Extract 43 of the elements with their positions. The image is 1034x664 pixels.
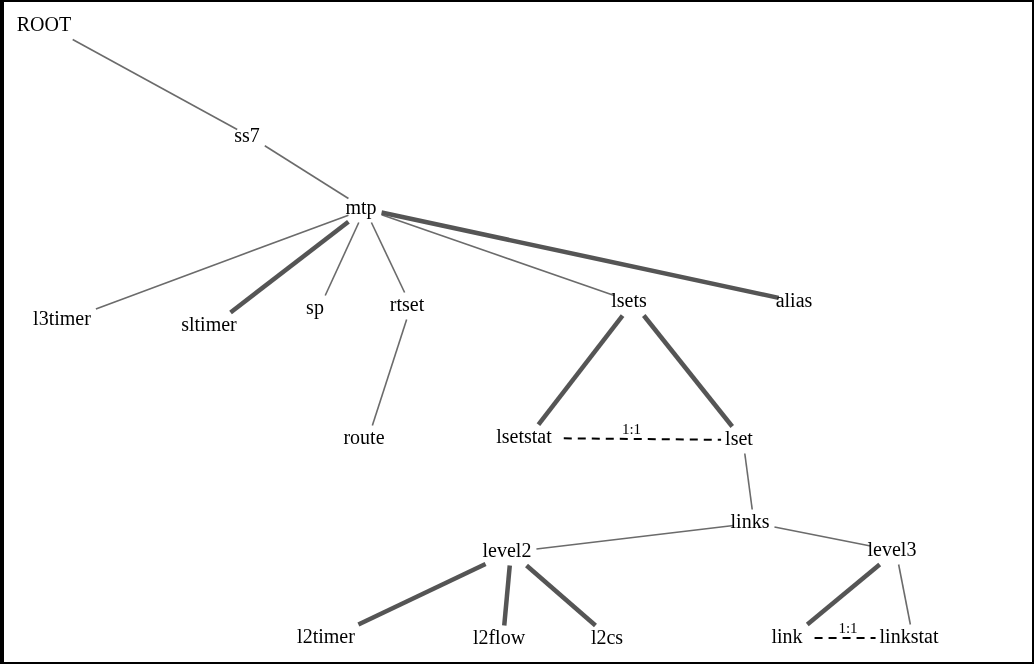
node-label: sltimer (181, 312, 237, 335)
tree-line (229, 219, 350, 315)
node-label: l2cs (590, 625, 624, 648)
tree-line (371, 318, 408, 427)
node-label: ROOT (16, 12, 72, 35)
dashed-connector (813, 637, 877, 639)
node-label: link (771, 624, 803, 647)
tree-line (642, 314, 734, 428)
node-label: linkstat (879, 624, 939, 647)
dashed-connector (562, 437, 723, 441)
tree-line (536, 314, 625, 426)
tree-line (380, 213, 615, 297)
tree-line (773, 526, 872, 547)
tree-line (535, 524, 735, 550)
node-label: l3timer (33, 306, 91, 329)
edge-label: 1:1 (620, 422, 643, 437)
node-label: l2flow (472, 625, 526, 648)
tree-line (324, 221, 360, 297)
tree-line (897, 563, 912, 626)
tree-line (744, 452, 753, 511)
node-label: lsets (611, 288, 647, 311)
node-label: mtp (345, 195, 377, 218)
node-label: sp (306, 295, 324, 318)
node-label: links (730, 509, 770, 532)
node-label: l2timer (297, 624, 355, 647)
tree-line (357, 562, 487, 627)
node-label: route (343, 425, 385, 448)
tree-line (381, 210, 780, 301)
node-label: rtset (389, 292, 425, 315)
tree-line (264, 144, 350, 200)
tree-line (525, 563, 597, 628)
node-label: lsetstat (496, 424, 552, 447)
node-label: level3 (867, 537, 917, 560)
node-label: level2 (482, 538, 532, 561)
node-label: alias (775, 288, 813, 311)
tree-line (95, 214, 350, 310)
tree-line (71, 38, 238, 131)
node-label: ss7 (234, 123, 260, 146)
tree-line (370, 221, 406, 294)
tree-line (805, 562, 882, 627)
tree-line (502, 565, 512, 626)
node-label: lset (725, 426, 753, 449)
edge-label: 1:1 (837, 621, 859, 636)
